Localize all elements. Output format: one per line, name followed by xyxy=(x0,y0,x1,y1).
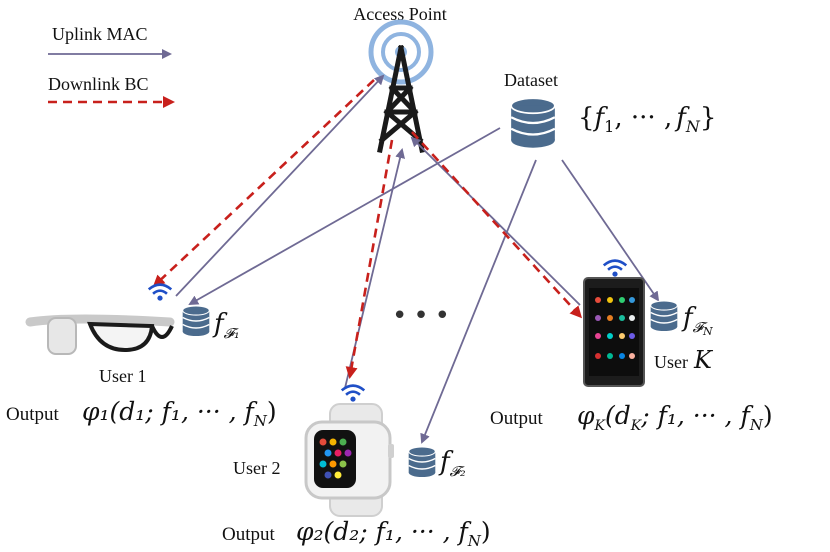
access-point-label: Access Point xyxy=(353,4,447,24)
dataset: Dataset {f1, ··· ,fN} xyxy=(504,70,716,149)
user2: User 2 f𝓕₂ Output φ₂(d₂; f₁, ··· , fN) xyxy=(222,384,491,550)
downlink-ap-to-user2 xyxy=(345,139,394,379)
user2-wifi-icon xyxy=(340,384,366,403)
user1: f𝓕₁ User 1 Output φ₁(d₁; f₁, ··· , fN) xyxy=(6,283,277,430)
more-users-ellipsis: ••• xyxy=(392,301,456,331)
dataset-label: Dataset xyxy=(504,70,558,90)
user2-cache-label: f𝓕₂ xyxy=(438,447,466,480)
user2-output-word: Output xyxy=(222,524,276,545)
smart-glasses-icon xyxy=(25,314,175,355)
userK-cache-icon xyxy=(650,300,678,332)
user2-output-expr: φ₂(d₂; f₁, ··· , fN) xyxy=(296,517,491,550)
dataset-to-user2-cache xyxy=(420,159,537,444)
smartphone-icon xyxy=(583,277,645,387)
uplink-user1-to-ap xyxy=(175,74,385,297)
user1-name: User 1 xyxy=(99,366,147,386)
uplink-arrows xyxy=(175,74,660,444)
legend-downlink-label: Downlink BC xyxy=(48,74,149,94)
dataset-database-icon xyxy=(510,97,556,149)
legend-uplink-label: Uplink MAC xyxy=(52,24,148,44)
smartwatch-icon xyxy=(304,403,394,517)
user2-cache-icon xyxy=(408,446,436,478)
user1-output-expr: φ₁(d₁; f₁, ··· , fN) xyxy=(82,397,277,430)
dataset-to-userK-cache xyxy=(561,159,660,302)
dataset-to-user1-cache xyxy=(188,127,501,305)
user1-cache-icon xyxy=(182,305,210,337)
userK-cache-label: f𝓕N xyxy=(681,303,713,338)
downlink-ap-to-user1 xyxy=(152,79,375,288)
dataset-file-set: {f1, ··· ,fN} xyxy=(578,103,716,136)
userK-output-expr: φK(dK; f₁, ··· , fN) xyxy=(577,401,773,434)
access-point: Access Point xyxy=(353,4,447,153)
userK-wifi-icon xyxy=(602,259,628,278)
user1-wifi-icon xyxy=(147,283,173,302)
downlink-arrows xyxy=(152,79,583,379)
antenna-tower-icon xyxy=(377,45,425,153)
downlink-ap-to-userK xyxy=(411,131,583,319)
legend: Uplink MAC Downlink BC xyxy=(48,24,175,108)
user1-cache-label: f𝓕₁ xyxy=(212,309,240,342)
userK-output-word: Output xyxy=(490,408,544,429)
user1-output-word: Output xyxy=(6,404,60,425)
user2-name: User 2 xyxy=(233,458,281,478)
uplink-userK-to-ap xyxy=(410,136,581,306)
